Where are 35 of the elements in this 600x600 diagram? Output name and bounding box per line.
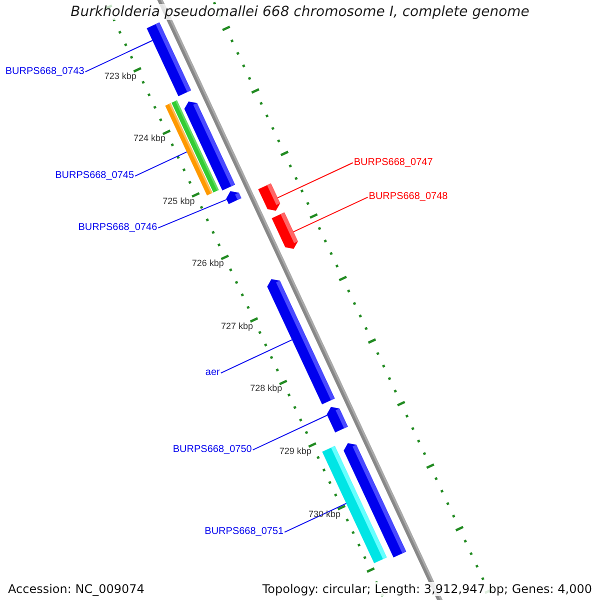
leader-line [84,40,153,72]
gene-label: BURPS668_0750 [172,444,252,456]
scale-label: 724 kbp [134,133,166,144]
scale-label: 725 kbp [162,196,195,207]
scale-label: 730 kbp [308,508,341,520]
leader-line [134,151,188,177]
gene-label: BURPS668_0747 [354,156,433,169]
leader-line [277,162,354,198]
scale-label: 726 kbp [192,258,224,270]
title: Burkholderia pseudomallei 668 chromosome I, complete genome [70,4,530,20]
scale-label: 727 kbp [221,320,254,332]
gene-feature [226,191,242,204]
gene-label: BURPS668_0746 [78,222,158,234]
gene-feature [272,212,298,249]
leader-line [284,502,347,533]
leader-line [252,414,328,450]
gene-label: aer [205,367,220,380]
scale-label: 729 kbp [279,446,312,457]
gene-label: BURPS668_0745 [55,170,134,182]
gene-feature [146,22,192,96]
gene-feature [267,279,335,404]
gene-label: BURPS668_0743 [5,66,84,78]
gene-label: BURPS668_0751 [204,526,284,538]
gene-feature [165,103,212,196]
gene-feature [258,183,280,211]
scale-label: 723 kbp [104,70,136,82]
gene-feature [326,406,348,432]
summary-text: Topology: circular; Length: 3,912,947 bp; Genes: 4,000 [262,582,592,596]
leader-line [220,339,292,374]
leader-line [292,196,368,232]
gene-label: BURPS668_0748 [368,191,448,204]
accession-text: Accession: NC_009074 [8,582,144,596]
leader-line [158,199,228,228]
scale-label: 728 kbp [250,383,282,394]
gene-feature [344,443,406,558]
